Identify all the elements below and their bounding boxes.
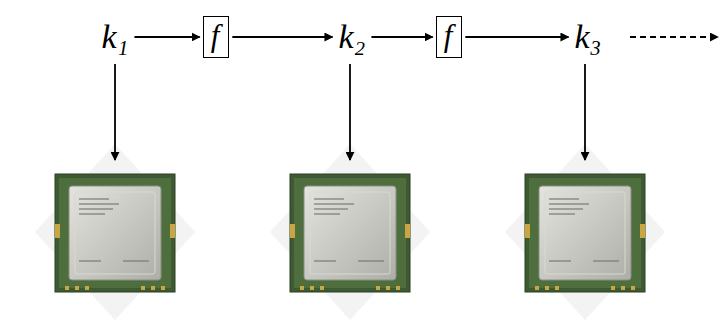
- arrow-connector: [134, 36, 199, 38]
- node-text: k₂: [339, 18, 366, 55]
- cpu-chip: [270, 144, 430, 320]
- down-arrow: [114, 64, 116, 160]
- arrow-connector: [371, 36, 432, 38]
- arrow-connector: [232, 36, 332, 38]
- cpu-chip: [505, 144, 665, 320]
- key-label: k₂: [336, 16, 369, 57]
- node-text: f: [211, 19, 220, 53]
- function-box: f: [203, 16, 230, 58]
- dashed-arrow: [630, 36, 718, 38]
- arrow-connector: [465, 36, 568, 38]
- key-label: k₃: [572, 16, 605, 57]
- node-text: k₃: [575, 18, 602, 55]
- key-label: k₁: [99, 16, 132, 57]
- node-text: f: [444, 19, 453, 53]
- down-arrow: [349, 64, 351, 160]
- node-text: k₁: [102, 18, 129, 55]
- function-box: f: [436, 16, 463, 58]
- down-arrow: [584, 64, 586, 160]
- cpu-chip: [35, 144, 195, 320]
